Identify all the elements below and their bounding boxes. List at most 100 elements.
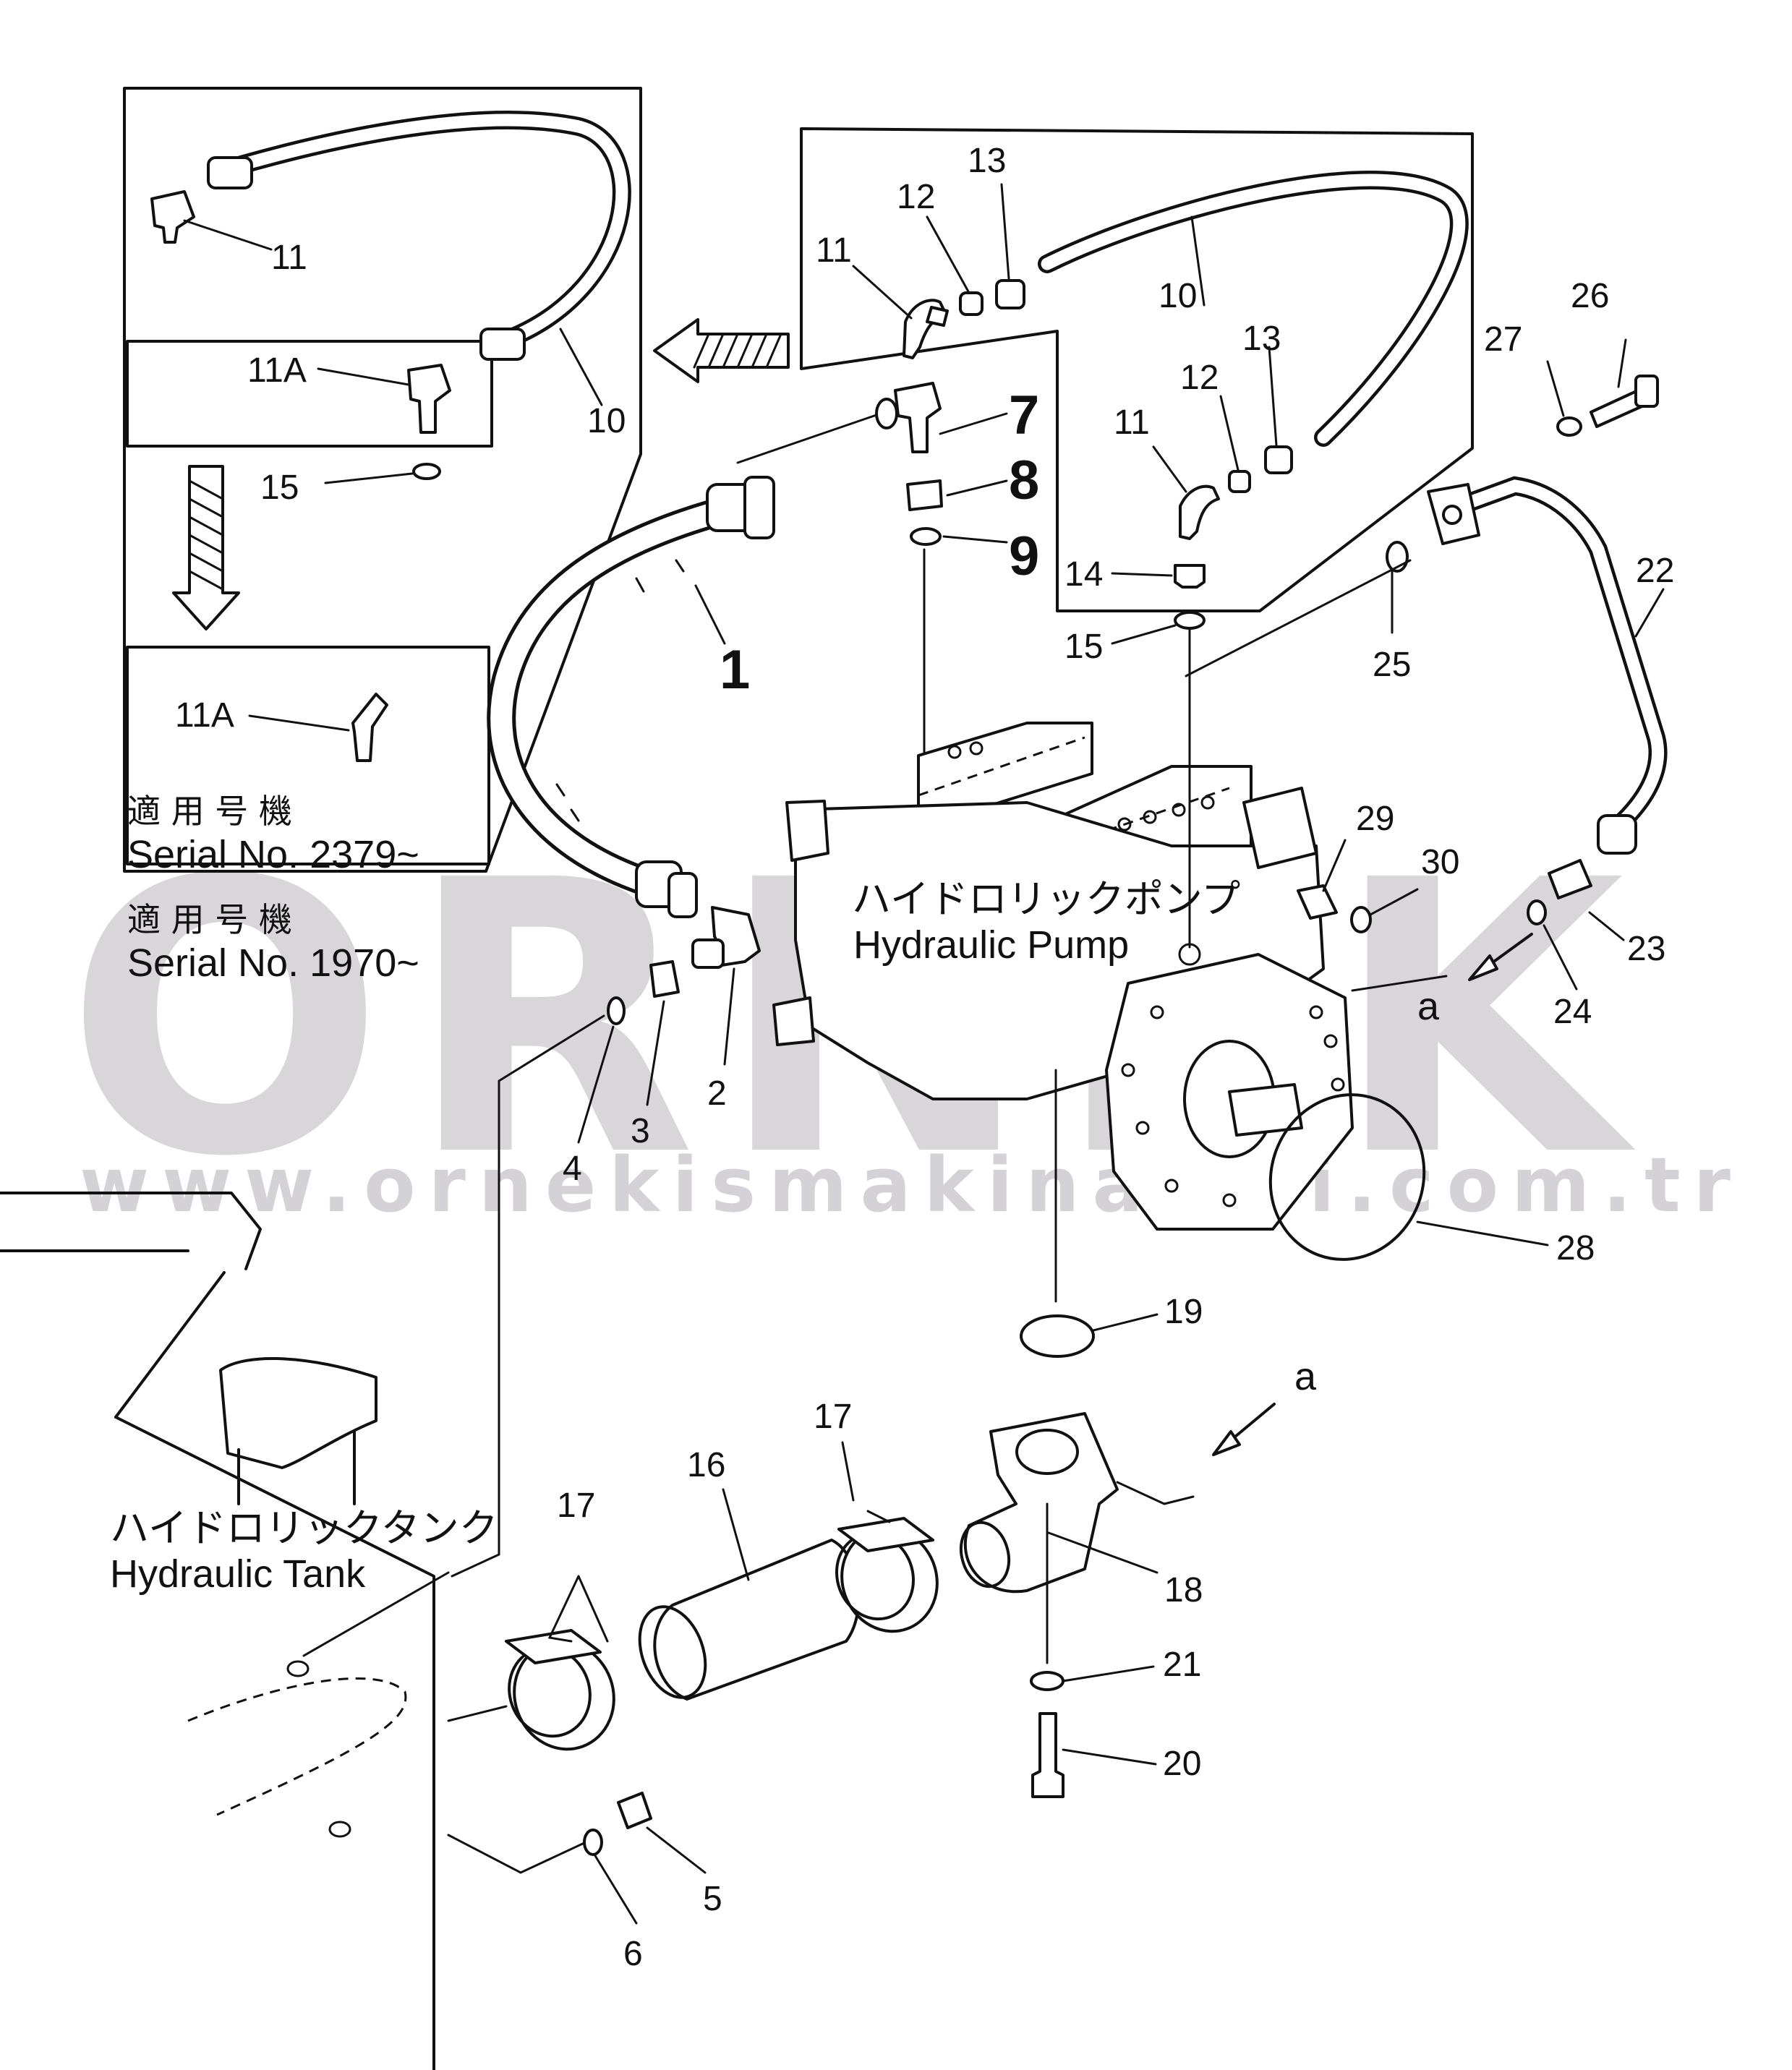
elbow-7-port bbox=[875, 398, 898, 429]
washer-30 bbox=[1350, 906, 1372, 933]
sleeve-12-lower bbox=[1228, 470, 1251, 493]
serial-number-1: Serial No. 2379~ bbox=[127, 833, 419, 876]
elbow-7 bbox=[894, 382, 942, 453]
callout-3: 3 bbox=[631, 1112, 650, 1150]
callout-29: 29 bbox=[1356, 800, 1394, 838]
view-mark-a-upper: a bbox=[1417, 985, 1440, 1028]
watermark-url: www.ornekismakinalari.com.tr bbox=[80, 1141, 1744, 1229]
direction-arrows bbox=[172, 318, 1533, 1456]
callout-30: 30 bbox=[1421, 843, 1459, 881]
view-arrow-a-upper-icon bbox=[1468, 933, 1533, 981]
drain-piping bbox=[1185, 338, 1668, 992]
callout-11A-upper: 11A bbox=[247, 351, 307, 390]
left-detail-frame bbox=[123, 87, 642, 873]
callout-labels: 1 2 3 4 5 6 7 8 9 10 10 11 11 11 11A 11A… bbox=[175, 142, 1674, 1973]
callout-23: 23 bbox=[1627, 930, 1665, 968]
o-ring-28 bbox=[1268, 1093, 1426, 1261]
callout-7: 7 bbox=[1009, 385, 1039, 446]
left-detail-parts bbox=[150, 111, 631, 762]
right-detail-parts bbox=[852, 170, 1469, 645]
callout-9: 9 bbox=[1009, 526, 1039, 587]
callout-12-lower: 12 bbox=[1180, 359, 1219, 397]
hose-fitting-lower bbox=[479, 328, 526, 361]
callout-17-left: 17 bbox=[557, 1487, 595, 1525]
callout-15-right: 15 bbox=[1064, 628, 1103, 666]
callout-16: 16 bbox=[687, 1446, 725, 1484]
washer-27 bbox=[1556, 416, 1582, 437]
callout-22: 22 bbox=[1636, 552, 1674, 590]
callout-13-upper: 13 bbox=[968, 142, 1006, 180]
view-arrow-a-lower-icon bbox=[1212, 1403, 1276, 1456]
drain-plug-5 bbox=[617, 1792, 652, 1829]
callout-4: 4 bbox=[563, 1150, 582, 1188]
elbow-11A-upper bbox=[407, 364, 451, 434]
o-ring-9 bbox=[910, 527, 942, 546]
pump-shaft bbox=[1228, 1083, 1303, 1137]
o-ring-15-right bbox=[1174, 611, 1206, 630]
pump-bolt-details bbox=[947, 741, 1345, 1207]
serial-notes: 適 用 号 機 Serial No. 2379~ 適 用 号 機 Serial … bbox=[127, 792, 419, 985]
pump-left-fittings bbox=[451, 906, 761, 1578]
o-ring-15-left bbox=[412, 463, 441, 480]
view-mark-a-lower: a bbox=[1294, 1355, 1317, 1398]
callout-11-upper: 11 bbox=[816, 231, 852, 270]
serial-heading-2: 適 用 号 機 bbox=[127, 900, 292, 939]
serial-variant-box-upper bbox=[126, 340, 493, 448]
elbow-11-left bbox=[150, 190, 195, 244]
bolt-29 bbox=[1297, 884, 1338, 920]
callout-10-right: 10 bbox=[1159, 277, 1197, 315]
suction-hose-16 bbox=[653, 1539, 861, 1701]
callout-5: 5 bbox=[703, 1880, 722, 1918]
callout-27: 27 bbox=[1484, 320, 1522, 359]
sleeve-12-upper bbox=[959, 291, 984, 316]
serial-number-2: Serial No. 1970~ bbox=[127, 941, 419, 985]
callout-12-upper: 12 bbox=[897, 178, 935, 216]
callout-21: 21 bbox=[1163, 1646, 1201, 1684]
control-valve-block bbox=[917, 722, 1093, 811]
callout-17-right: 17 bbox=[814, 1398, 852, 1436]
nut-13-upper bbox=[995, 279, 1025, 309]
tank-filler-cap bbox=[219, 1356, 377, 1469]
pump-top-fittings bbox=[875, 382, 1008, 757]
callout-24: 24 bbox=[1553, 993, 1592, 1031]
callout-2: 2 bbox=[707, 1074, 727, 1113]
right-detail-frame bbox=[800, 127, 1474, 612]
hydraulic-tank: ハイドロリックタンク Hydraulic Tank bbox=[0, 1192, 587, 2070]
detail-frames bbox=[123, 87, 1474, 873]
serial-heading-1: 適 用 号 機 bbox=[127, 792, 292, 831]
hatched-arrow-left-icon bbox=[653, 318, 790, 383]
callout-10-left: 10 bbox=[587, 402, 626, 440]
hatched-arrow-down-icon bbox=[172, 465, 240, 630]
suction-line bbox=[505, 1412, 1195, 1925]
callout-6: 6 bbox=[623, 1935, 643, 1973]
callout-19: 19 bbox=[1164, 1293, 1203, 1331]
o-ring-19 bbox=[1020, 1314, 1095, 1358]
hydraulic-pump: ハイドロリックポンプ Hydraulic Pump bbox=[772, 628, 1354, 1303]
hose-fitting-upper bbox=[207, 156, 253, 189]
callout-13-lower: 13 bbox=[1242, 320, 1281, 358]
connector-14 bbox=[1174, 564, 1206, 589]
nut-13-lower bbox=[1264, 445, 1293, 474]
callout-8: 8 bbox=[1009, 450, 1039, 511]
nut-3 bbox=[649, 960, 680, 998]
callout-28: 28 bbox=[1556, 1229, 1595, 1267]
washer-21 bbox=[1030, 1671, 1064, 1691]
callout-11-lower: 11 bbox=[1114, 403, 1150, 442]
callout-14: 14 bbox=[1064, 555, 1103, 594]
main-hose-1 bbox=[487, 407, 897, 918]
elbow-11A-lower bbox=[351, 693, 388, 762]
elbow-11-lower bbox=[1179, 484, 1220, 540]
tank-outline bbox=[0, 1192, 435, 2070]
suction-elbow-18-flange-port bbox=[1015, 1429, 1079, 1475]
seals bbox=[1020, 1093, 1549, 1358]
callout-11A-lower: 11A bbox=[175, 696, 234, 735]
serial-variant-box-lower bbox=[126, 646, 490, 865]
callout-20: 20 bbox=[1163, 1745, 1201, 1783]
pump-label-jp: ハイドロリックポンプ bbox=[852, 878, 1240, 921]
o-ring-4 bbox=[607, 996, 626, 1025]
bolt-20 bbox=[1031, 1712, 1064, 1798]
pump-solenoid bbox=[1242, 787, 1318, 869]
tank-label-en: Hydraulic Tank bbox=[110, 1552, 366, 1596]
callout-11-left: 11 bbox=[271, 239, 307, 277]
